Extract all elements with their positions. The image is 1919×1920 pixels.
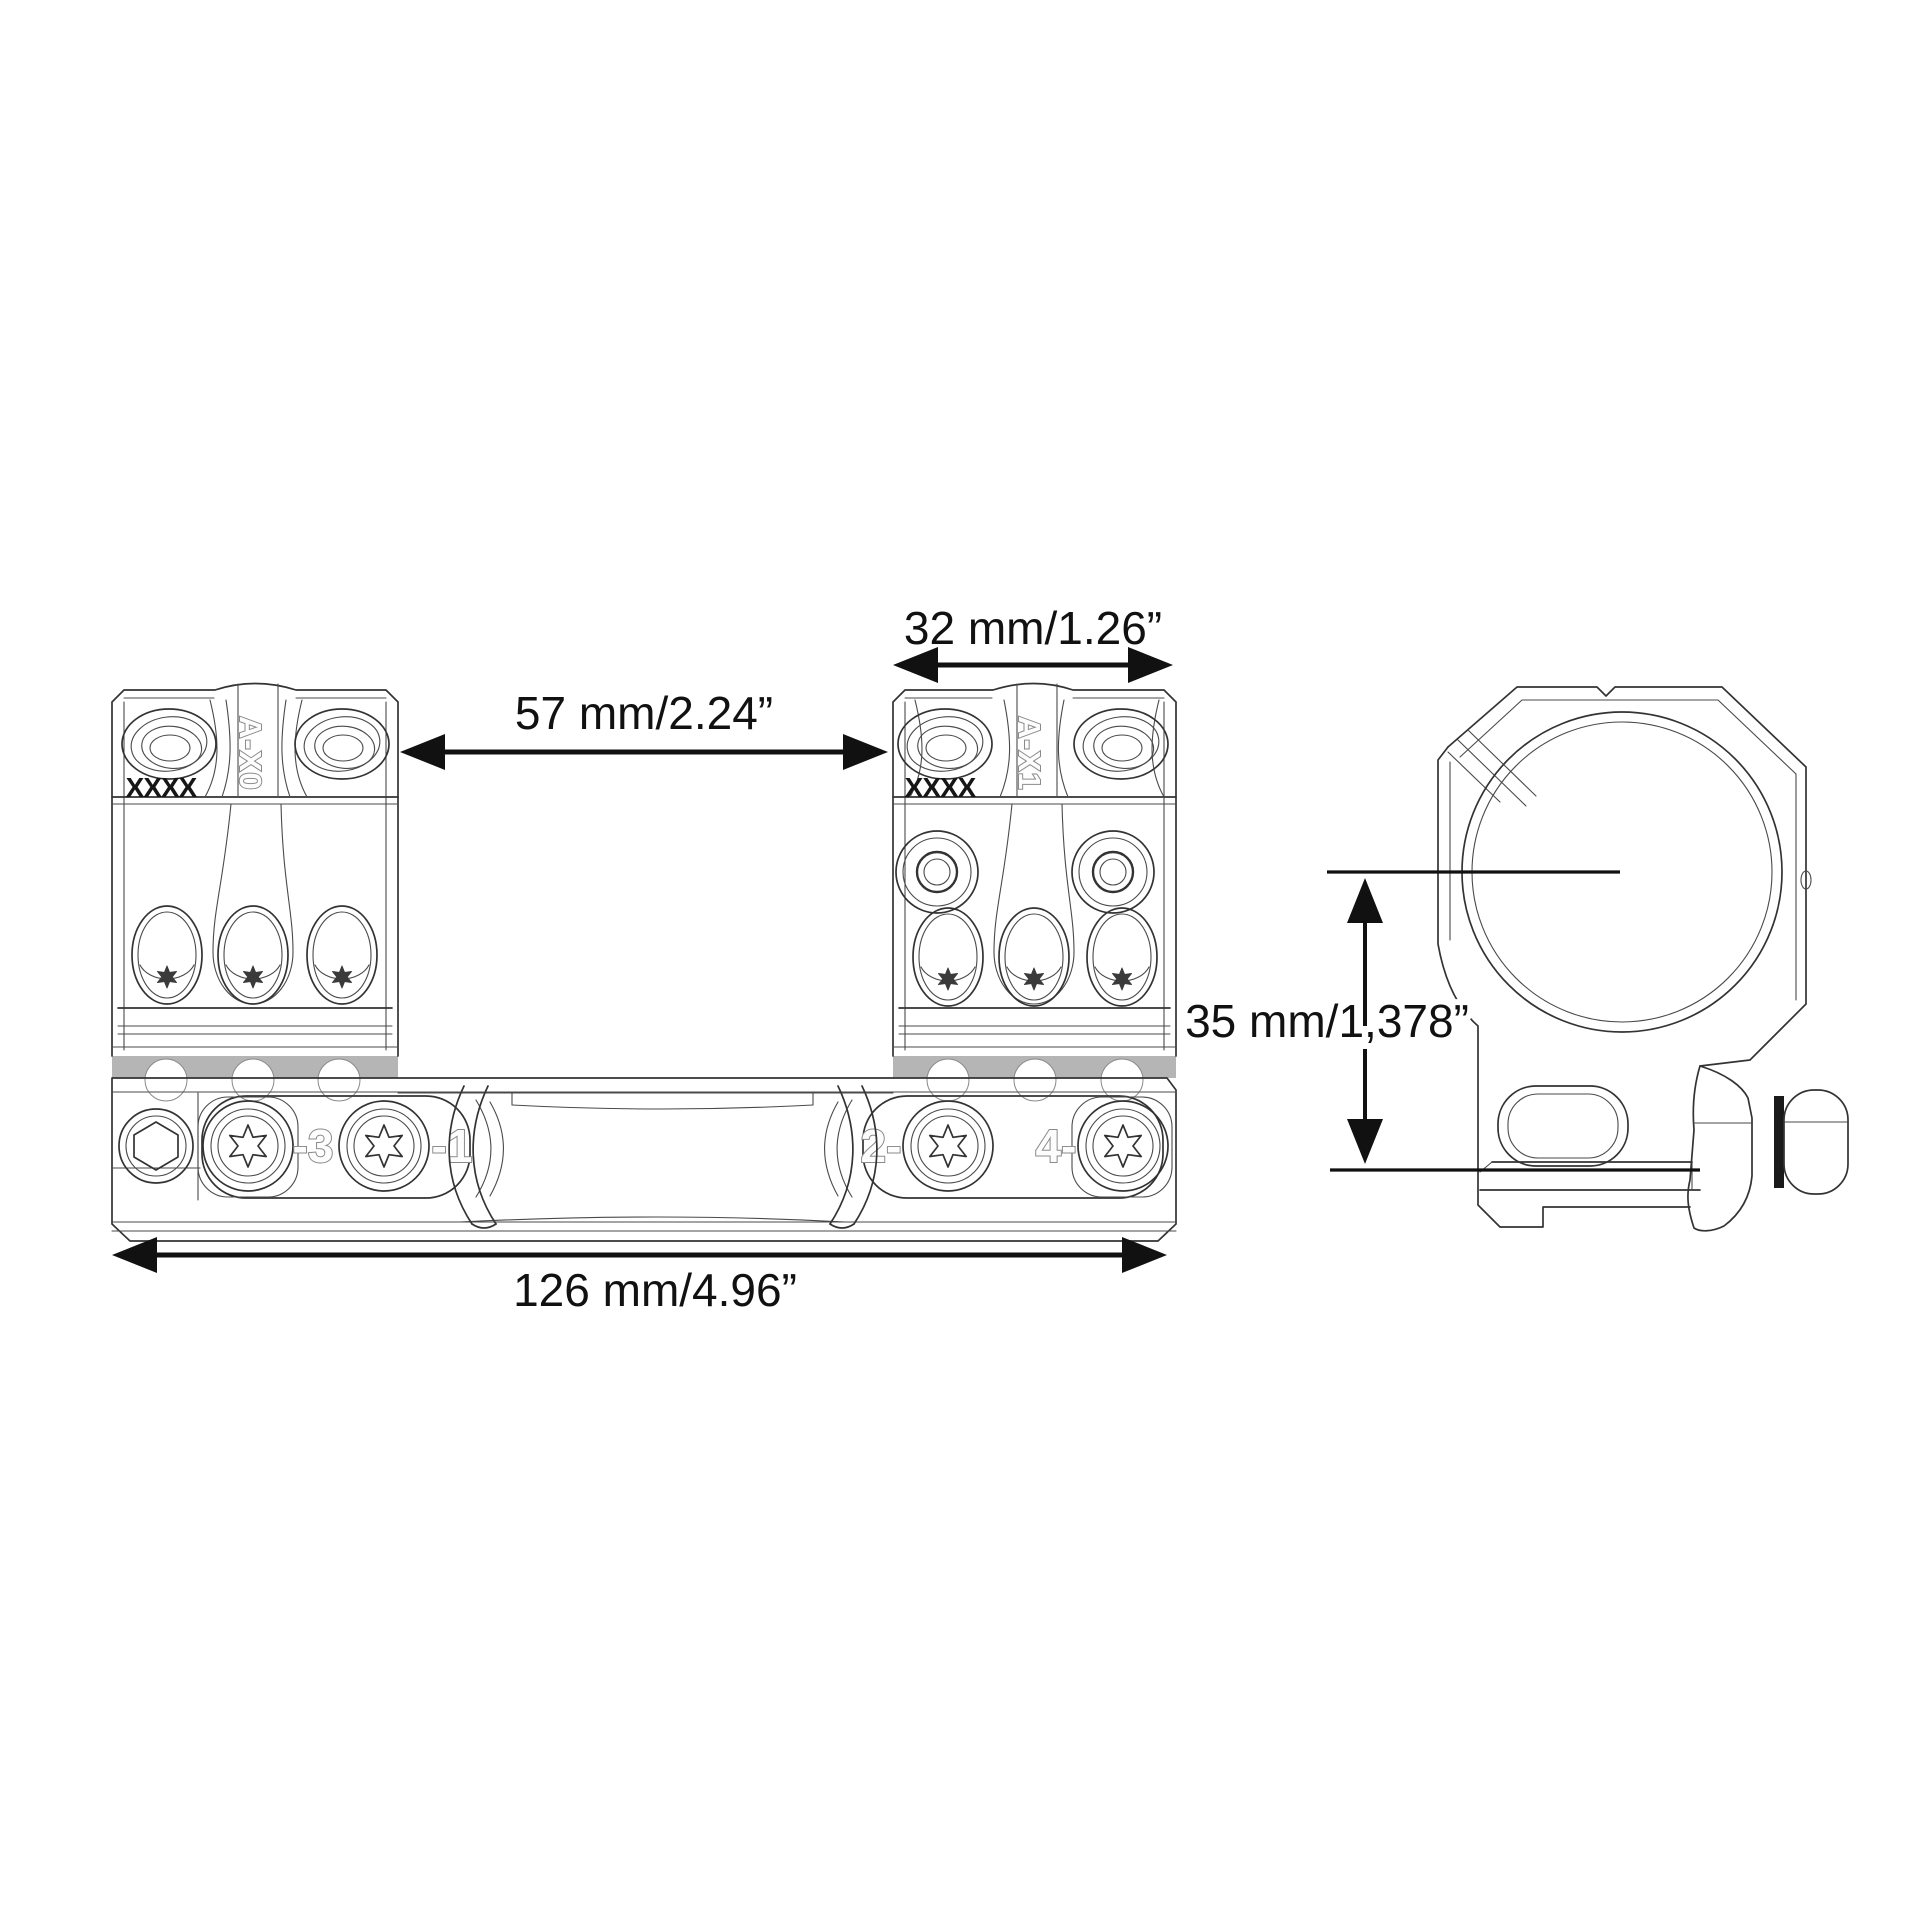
rear-ring-model: A-X1 — [1012, 716, 1047, 791]
rear-ring-block: XXXX A-X1 — [892, 682, 1177, 1057]
pivot-boss — [894, 829, 980, 915]
clamp-screw — [307, 906, 377, 1004]
front-ring-serial: XXXX — [126, 772, 198, 803]
bridge — [397, 1085, 894, 1229]
dimensions: 32 mm/1.26” 57 mm/2.24” 126 mm/4.96” 35 … — [112, 602, 1700, 1316]
ring-cap-screw — [1073, 708, 1169, 780]
pivot-boss — [1070, 829, 1156, 915]
arrowhead — [1128, 647, 1173, 683]
ring-cap-screw — [121, 708, 217, 780]
clamp-screw — [218, 906, 288, 1004]
clamp-screw — [913, 908, 983, 1006]
clamp-nut — [1783, 1089, 1849, 1195]
dim-ring-width-label: 32 mm/1.26” — [904, 602, 1162, 654]
arrowhead — [1122, 1237, 1167, 1273]
arrowhead — [1347, 878, 1383, 923]
arrowhead — [112, 1237, 157, 1273]
clamp-interface-bands — [112, 1056, 1176, 1102]
clamp-screw — [999, 908, 1069, 1006]
front-ring-block: XXXX A-X0 — [111, 682, 399, 1057]
dim-center-height-label: 35 mm/1,378” — [1185, 995, 1469, 1047]
base-screw-2 — [902, 1100, 994, 1192]
front-ring-model: A-X0 — [233, 716, 268, 791]
hex-screw — [118, 1108, 194, 1184]
dim-ring-spacing-label: 57 mm/2.24” — [515, 687, 773, 739]
rail-clamp-jaw — [1687, 1065, 1753, 1232]
side-view — [1437, 686, 1849, 1232]
clamp-nut-seam — [1774, 1096, 1784, 1188]
clamp-screw — [1087, 908, 1157, 1006]
ring-cap-screw — [897, 708, 993, 780]
dim-overall-length-label: 126 mm/4.96” — [513, 1264, 797, 1316]
dim-overall-length: 126 mm/4.96” — [112, 1237, 1167, 1316]
lightening-slot — [1497, 1085, 1629, 1167]
mount-base: -3 -1 2- 4- — [111, 1077, 1177, 1242]
rear-ring-serial: XXXX — [905, 772, 977, 803]
screw-label-minus3: -3 — [293, 1120, 334, 1172]
screw-label-four: 4- — [1036, 1120, 1077, 1172]
screw-label-minus1: -1 — [432, 1120, 473, 1172]
arrowhead — [893, 647, 938, 683]
ring-cap-screw — [294, 708, 390, 780]
dim-ring-width: 32 mm/1.26” — [893, 602, 1173, 683]
clamp-screw — [132, 906, 202, 1004]
front-view: -3 -1 2- 4- — [111, 682, 1177, 1242]
arrowhead — [1347, 1119, 1383, 1164]
base-screw-4 — [1077, 1100, 1169, 1192]
arrowhead — [400, 734, 445, 770]
base-screw-3 — [202, 1100, 294, 1192]
dim-ring-spacing: 57 mm/2.24” — [400, 687, 888, 770]
dim-center-height: 35 mm/1,378” — [1179, 870, 1700, 1172]
arrowhead — [843, 734, 888, 770]
base-screw-1 — [338, 1100, 430, 1192]
screw-label-two: 2- — [861, 1120, 902, 1172]
